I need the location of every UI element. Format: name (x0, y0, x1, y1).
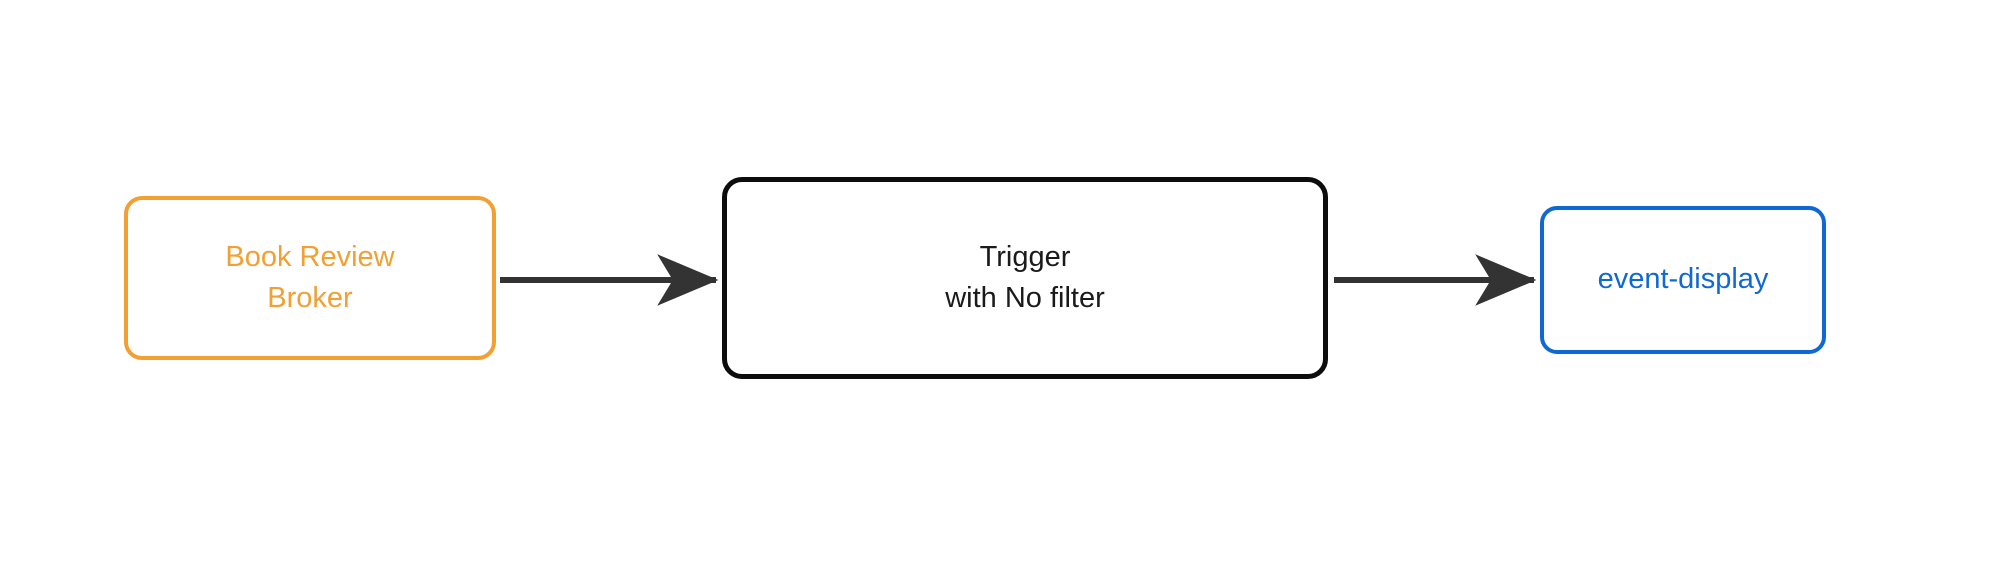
node-book-review-broker[interactable]: Book Review Broker (124, 196, 496, 360)
node-broker-label: Book Review Broker (225, 240, 395, 314)
node-event-display[interactable]: event-display (1540, 206, 1826, 354)
node-sink-label: event-display (1597, 263, 1769, 296)
node-trigger[interactable]: Trigger with No filter (722, 177, 1328, 379)
node-trigger-label: Trigger with No filter (945, 240, 1105, 314)
